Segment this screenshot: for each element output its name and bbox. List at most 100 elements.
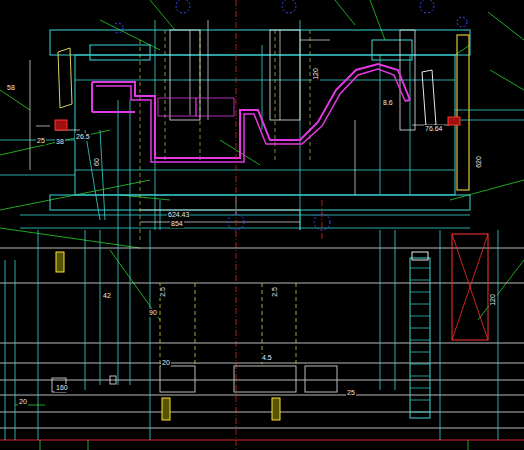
bolt — [162, 398, 170, 420]
ladder — [410, 280, 430, 281]
bolt-hole — [457, 17, 467, 27]
dimension-text: 4.5 — [261, 354, 273, 362]
dimension-text: 26.5 — [75, 133, 91, 141]
center-line — [322, 200, 323, 240]
ejector-rod — [457, 35, 469, 190]
dimension-text: 120 — [312, 67, 320, 81]
leader-line — [0, 90, 30, 110]
mold-plate — [75, 55, 455, 195]
guide-pin — [262, 283, 263, 365]
cushion-block — [452, 234, 488, 340]
support-column — [100, 230, 101, 385]
leader-line — [0, 130, 110, 155]
stamped-part — [92, 111, 135, 113]
plate-edge — [75, 170, 455, 171]
base-line — [0, 440, 524, 441]
guide-pin — [160, 283, 296, 365]
spacer-block — [305, 366, 337, 392]
ladder — [410, 268, 430, 269]
dimension-line — [208, 20, 209, 120]
plate-edge — [75, 80, 455, 81]
leader-line — [335, 0, 355, 25]
part-pocket — [158, 98, 234, 116]
frame-line — [0, 248, 524, 249]
ejector-rod — [457, 35, 469, 190]
support-column — [150, 230, 151, 440]
plate-edge — [20, 215, 470, 216]
hidden-line — [140, 30, 310, 240]
ladder — [410, 268, 430, 412]
part-pocket — [158, 98, 196, 116]
dimension-text: 90 — [148, 309, 158, 317]
leader-line — [370, 0, 385, 40]
dimension-line — [30, 20, 450, 222]
hidden-line — [310, 30, 311, 160]
leader-line — [478, 260, 524, 320]
leader-line — [40, 440, 41, 450]
plate-edge — [300, 210, 301, 230]
cylinder — [58, 48, 72, 108]
plate-edge — [0, 175, 75, 176]
hidden-line — [200, 30, 201, 160]
dimension-text: 38 — [55, 138, 65, 146]
dimension-text: 624.43 — [167, 211, 190, 219]
mold-plate — [50, 195, 470, 210]
dimension-line — [280, 30, 281, 120]
plate-edge — [380, 55, 381, 195]
spacer-block — [160, 366, 337, 392]
plate-edge — [455, 110, 524, 111]
dimension-line — [140, 222, 300, 223]
plate-edge — [85, 130, 100, 220]
dimension-text: 58 — [6, 84, 16, 92]
plate-edge — [130, 100, 131, 230]
leader-line — [468, 440, 469, 450]
base-line — [0, 440, 524, 441]
plate-edge — [20, 228, 470, 229]
ladder — [410, 316, 430, 317]
ladder — [410, 340, 430, 341]
ladder — [410, 364, 430, 365]
frame-line — [0, 380, 524, 381]
frame-line — [0, 248, 524, 428]
ladder — [410, 258, 430, 418]
center-line — [236, 0, 237, 450]
support-column — [395, 230, 396, 390]
dimension-line — [36, 126, 50, 127]
support-column — [118, 230, 119, 385]
core-pin — [170, 30, 200, 120]
dimension-text: 60 — [93, 157, 101, 167]
bolt — [56, 252, 64, 272]
part-pocket — [196, 98, 234, 116]
stamped-part — [92, 64, 410, 158]
leader-line — [120, 195, 170, 200]
ladder — [410, 328, 430, 329]
ladder — [410, 388, 430, 389]
leader-line — [488, 12, 524, 40]
dimension-line — [30, 60, 31, 170]
frame-line — [0, 395, 524, 396]
dimension-text: 854 — [170, 220, 184, 228]
frame-line — [0, 428, 524, 429]
plate-edge — [410, 55, 411, 195]
dimension-text: 76.64 — [424, 125, 444, 133]
mold-plate — [90, 45, 150, 60]
bolt-hole — [420, 0, 434, 13]
bolt-hole — [282, 0, 296, 13]
support-column — [5, 260, 6, 440]
plate-edge — [100, 130, 105, 220]
dimension-text: 120 — [489, 293, 497, 307]
dimension-text: 160 — [55, 384, 69, 392]
dimension-text: 8.6 — [382, 99, 394, 107]
dimension-text: 20 — [161, 359, 171, 367]
bolt-hole — [113, 23, 123, 33]
cylinder — [422, 70, 436, 127]
support-column — [130, 230, 131, 385]
ladder — [410, 352, 430, 353]
dimension-text: 25 — [346, 389, 356, 397]
ladder — [410, 258, 430, 418]
support-column — [85, 230, 86, 390]
stamped-part — [96, 69, 405, 162]
dimension-text: 25 — [36, 137, 46, 145]
plate-edge — [0, 20, 524, 230]
